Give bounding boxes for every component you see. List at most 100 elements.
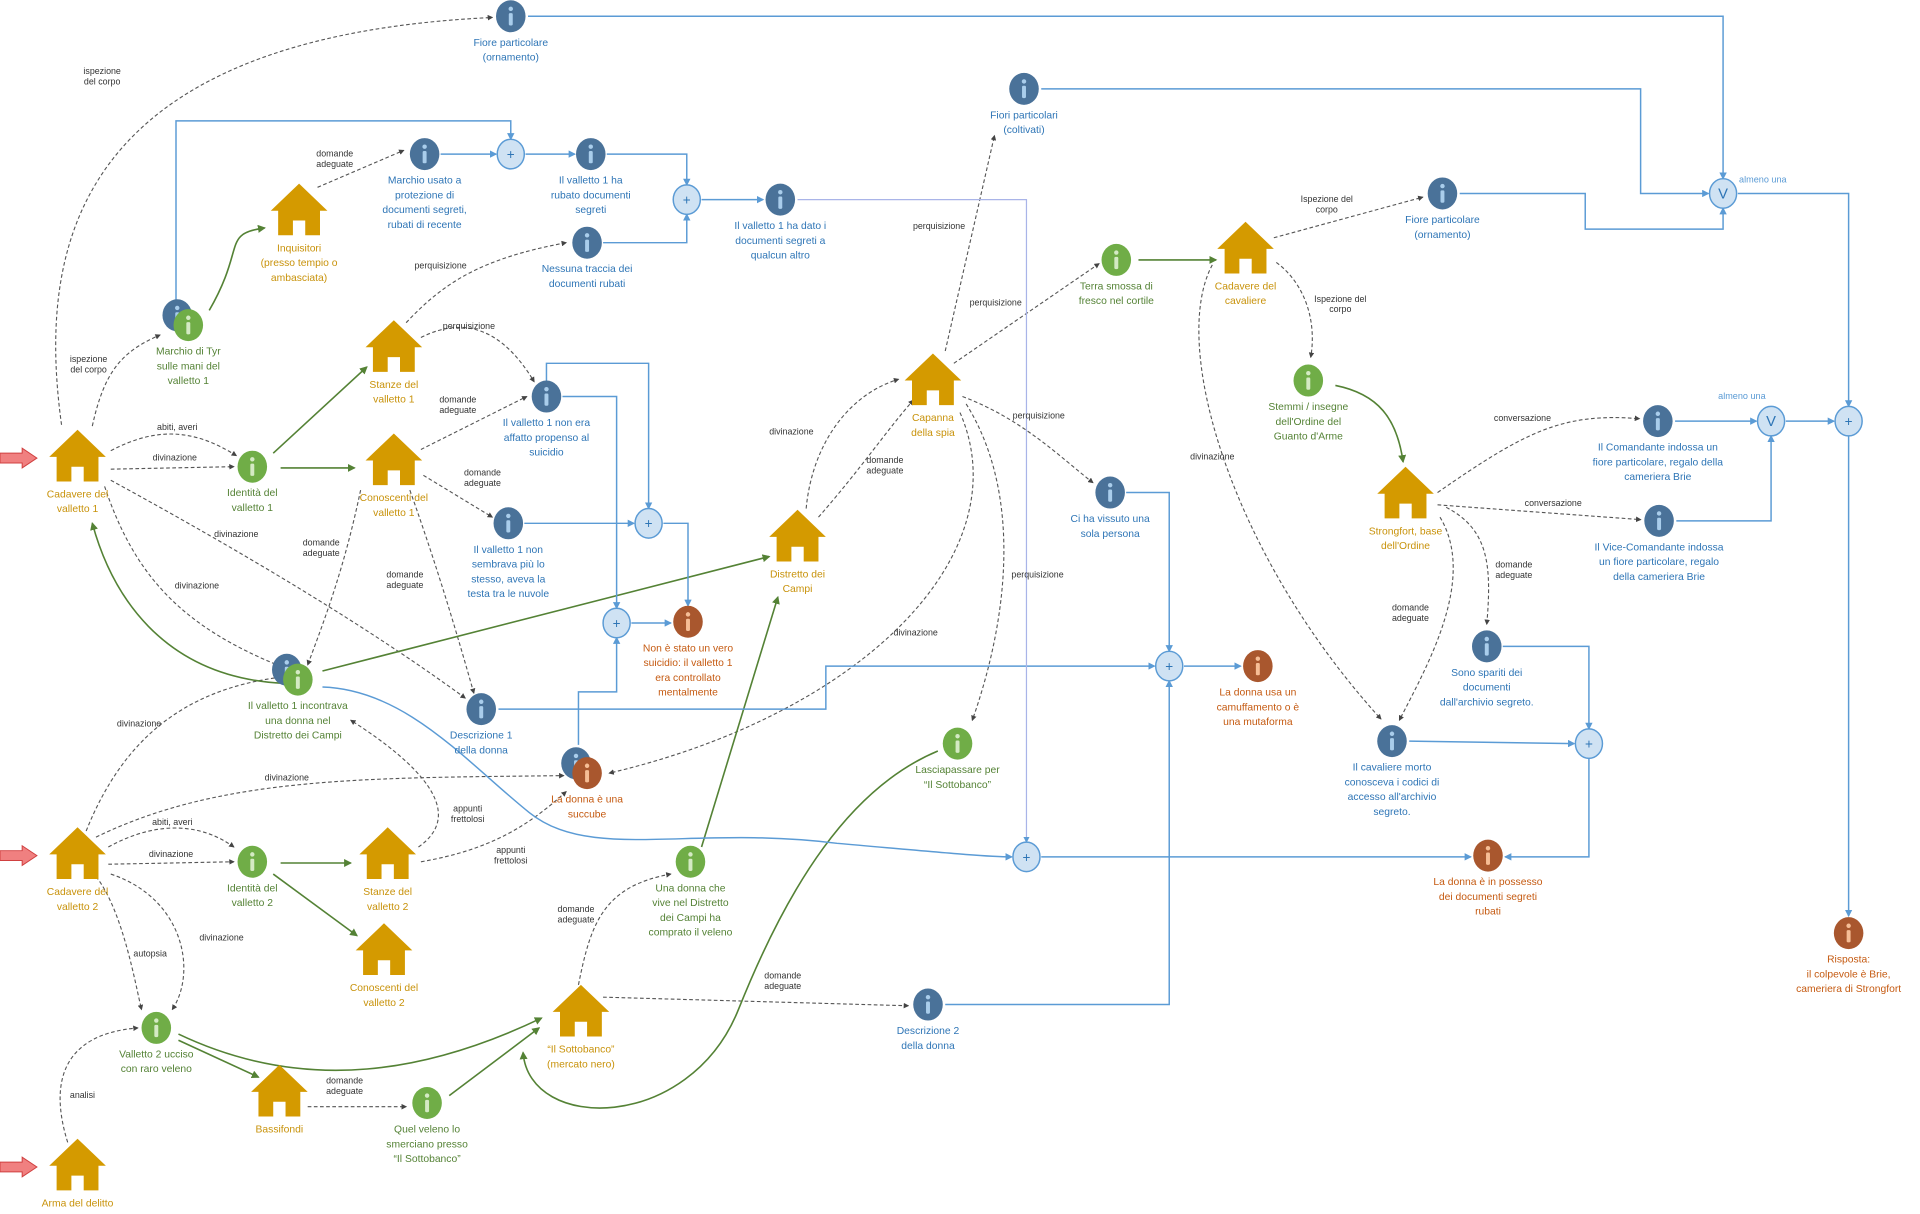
node-label-line: segreti	[575, 205, 606, 216]
node-label: Fiore particolare(ornamento)	[1405, 215, 1480, 241]
edge-label-line: divinazione	[153, 453, 197, 463]
edge-label-line: divinazione	[117, 718, 161, 728]
logic-edge	[528, 15, 1727, 180]
node-label-line: rubati di recente	[388, 220, 462, 231]
action-edge	[1445, 506, 1490, 626]
logic-edge	[322, 686, 1013, 861]
node-label-line: della donna	[455, 745, 509, 756]
node-label-line: Il valletto 1 non era	[503, 418, 591, 429]
edge-label: perquisizione	[970, 297, 1022, 307]
node-label-line: (coltivati)	[1003, 125, 1044, 136]
node-label: Arma del delitto	[42, 1198, 114, 1209]
operator-note: almeno una	[1739, 174, 1787, 184]
location-node[interactable]: “Il Sottobanco”(mercato nero)	[547, 984, 615, 1070]
and-operator: +	[496, 138, 526, 170]
clue-node-blue[interactable]: Fiore particolare(ornamento)	[1405, 177, 1480, 241]
plus-operator-icon	[496, 138, 526, 170]
action-edge	[1275, 261, 1315, 359]
node-label-line: una donna nel	[265, 716, 330, 727]
edge-label-line: perquisizione	[1013, 411, 1065, 421]
clue-node-brown[interactable]: Risposta:il colpevole è Brie,cameriera d…	[1796, 917, 1901, 995]
node-label-line: “Il Sottobanco”	[393, 1154, 461, 1165]
logic-edge	[545, 362, 653, 510]
node-label-line: Conoscenti del	[360, 493, 428, 504]
plus-operator-icon	[672, 184, 702, 216]
edge-label-line: perquisizione	[913, 221, 965, 231]
clue-node-blue[interactable]: Il Vice-Comandante indossa un fiore parti…	[1595, 504, 1724, 583]
edge-label-line: domande	[558, 904, 595, 914]
node-label-line: La donna è in possesso	[1433, 877, 1542, 888]
edge-label: conversazione	[1494, 413, 1551, 423]
edge-label-line: perquisizione	[443, 321, 495, 331]
edge-label: perquisizione	[913, 221, 965, 231]
plus-operator-icon	[1012, 841, 1041, 873]
edge-label-line: adeguate	[464, 478, 501, 488]
edge-label-line: appunti	[496, 845, 525, 855]
action-edge	[420, 326, 535, 383]
clue-node-green[interactable]: Lasciapassare per“Il Sottobanco”	[915, 727, 1000, 791]
action-edge	[306, 489, 362, 666]
node-label-line: un fiore particolare, regalo	[1599, 557, 1719, 568]
plus-operator-icon	[634, 507, 663, 539]
clue-node-blue[interactable]: Fiori particolari(coltivati)	[990, 72, 1058, 136]
node-label-line: il colpevole è Brie,	[1807, 969, 1891, 980]
edge-label: abiti, averi	[152, 817, 192, 827]
edge-label-line: del corpo	[84, 77, 121, 87]
node-label-line: Strongfort, base	[1369, 526, 1443, 537]
location-node[interactable]: Bassifondi	[251, 1064, 308, 1136]
node-label-line: Il Vice-Comandante indossa	[1595, 542, 1724, 553]
location-node[interactable]: Arma del delitto	[42, 1138, 114, 1210]
clue-node-blue[interactable]: Fiore particolare(ornamento)	[473, 0, 548, 64]
action-edge	[603, 996, 910, 1009]
house-icon	[365, 320, 423, 372]
logic-edge	[1041, 88, 1710, 198]
node-label-line: Descrizione 2	[897, 1026, 960, 1037]
node-label-line: documenti segreti,	[382, 205, 466, 216]
house-icon	[270, 183, 328, 236]
